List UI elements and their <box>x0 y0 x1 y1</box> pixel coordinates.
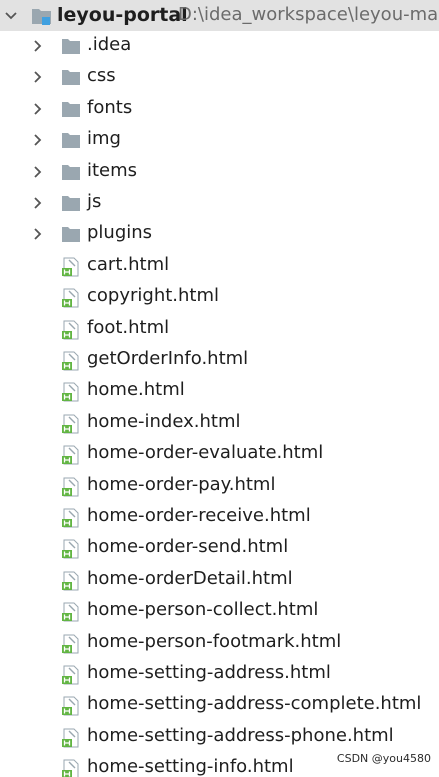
html-file-icon <box>62 477 79 497</box>
file-row[interactable]: home-order-pay.html <box>0 471 439 502</box>
project-root-row[interactable]: leyou-portal D:\idea_workspace\leyou-mas… <box>0 0 439 31</box>
file-row[interactable]: home-order-evaluate.html <box>0 439 439 470</box>
chevron-right-icon[interactable] <box>31 102 45 116</box>
file-row[interactable]: home-order-send.html <box>0 533 439 564</box>
file-label: home-order-receive.html <box>87 505 311 526</box>
folder-row[interactable]: plugins <box>0 219 439 250</box>
folder-label: fonts <box>87 96 133 118</box>
folder-label: css <box>87 65 116 87</box>
chevron-down-icon[interactable] <box>4 9 18 23</box>
chevron-right-icon[interactable] <box>31 227 45 241</box>
html-file-icon <box>62 602 79 622</box>
file-row[interactable]: home-setting-address-phone.html <box>0 722 439 753</box>
file-row[interactable]: home-setting-info.html <box>0 753 439 777</box>
folder-icon <box>62 133 80 149</box>
file-row[interactable]: home-setting-address.html <box>0 659 439 690</box>
chevron-right-icon[interactable] <box>31 70 45 84</box>
folder-icon <box>62 164 80 180</box>
folder-icon <box>62 196 80 211</box>
chevron-right-icon[interactable] <box>31 165 45 179</box>
folder-row[interactable]: css <box>0 62 439 93</box>
html-file-icon <box>62 634 79 654</box>
html-file-icon <box>62 414 79 434</box>
folder-row[interactable]: img <box>0 125 439 156</box>
html-file-icon <box>62 508 79 528</box>
file-label: home-order-send.html <box>87 536 289 558</box>
file-label: home-setting-address-phone.html <box>87 724 394 746</box>
file-label: copyright.html <box>87 285 220 307</box>
file-label: cart.html <box>87 253 170 275</box>
folder-row[interactable]: .idea <box>0 31 439 62</box>
project-name: leyou-portal <box>57 4 188 26</box>
html-file-icon <box>62 351 79 371</box>
html-file-icon <box>62 696 79 716</box>
file-label: home-orderDetail.html <box>87 567 293 589</box>
folder-label: items <box>87 159 138 181</box>
chevron-right-icon[interactable] <box>31 133 45 147</box>
file-label: home-person-footmark.html <box>87 630 342 652</box>
folder-label: img <box>87 128 121 150</box>
chevron-right-icon[interactable] <box>31 39 45 53</box>
html-file-icon <box>62 571 79 591</box>
folder-icon <box>62 227 80 243</box>
file-label: home-order-pay.html <box>87 473 276 495</box>
file-label: home-person-collect.html <box>87 599 319 621</box>
file-row[interactable]: getOrderInfo.html <box>0 345 439 376</box>
folder-icon <box>62 39 80 54</box>
file-label: getOrderInfo.html <box>87 348 249 369</box>
file-row[interactable]: copyright.html <box>0 282 439 313</box>
file-row[interactable]: home-index.html <box>0 408 439 439</box>
file-label: home-index.html <box>87 410 241 432</box>
file-row[interactable]: home.html <box>0 376 439 407</box>
project-path: D:\idea_workspace\leyou-mast <box>178 4 439 25</box>
file-row[interactable]: home-person-footmark.html <box>0 628 439 659</box>
file-row[interactable]: home-person-collect.html <box>0 596 439 627</box>
html-file-icon <box>62 382 79 402</box>
html-file-icon <box>62 759 79 777</box>
folder-row[interactable]: items <box>0 157 439 188</box>
file-row[interactable]: home-orderDetail.html <box>0 565 439 596</box>
folder-icon <box>62 101 80 117</box>
file-row[interactable]: home-setting-address-complete.html <box>0 690 439 721</box>
html-file-icon <box>62 257 79 277</box>
file-label: home-order-evaluate.html <box>87 442 324 464</box>
folder-row[interactable]: js <box>0 188 439 219</box>
html-file-icon <box>62 445 79 465</box>
chevron-right-icon[interactable] <box>31 196 45 210</box>
file-label: home-setting-address-complete.html <box>87 693 422 715</box>
folder-label: js <box>87 191 102 212</box>
html-file-icon <box>62 320 79 340</box>
html-file-icon <box>62 288 79 308</box>
file-row[interactable]: cart.html <box>0 251 439 282</box>
file-row[interactable]: home-order-receive.html <box>0 502 439 533</box>
file-label: foot.html <box>87 316 170 338</box>
folder-icon <box>62 70 80 86</box>
html-file-icon <box>62 539 79 559</box>
file-label: home-setting-info.html <box>87 756 294 777</box>
file-row[interactable]: foot.html <box>0 314 439 345</box>
watermark: CSDN @you4580 <box>336 752 431 765</box>
module-folder-icon <box>32 9 51 25</box>
html-file-icon <box>62 665 79 685</box>
folder-label: .idea <box>87 34 132 55</box>
folder-label: plugins <box>87 222 153 244</box>
file-label: home.html <box>87 379 185 401</box>
file-label: home-setting-address.html <box>87 662 331 683</box>
html-file-icon <box>62 728 79 748</box>
folder-row[interactable]: fonts <box>0 94 439 125</box>
